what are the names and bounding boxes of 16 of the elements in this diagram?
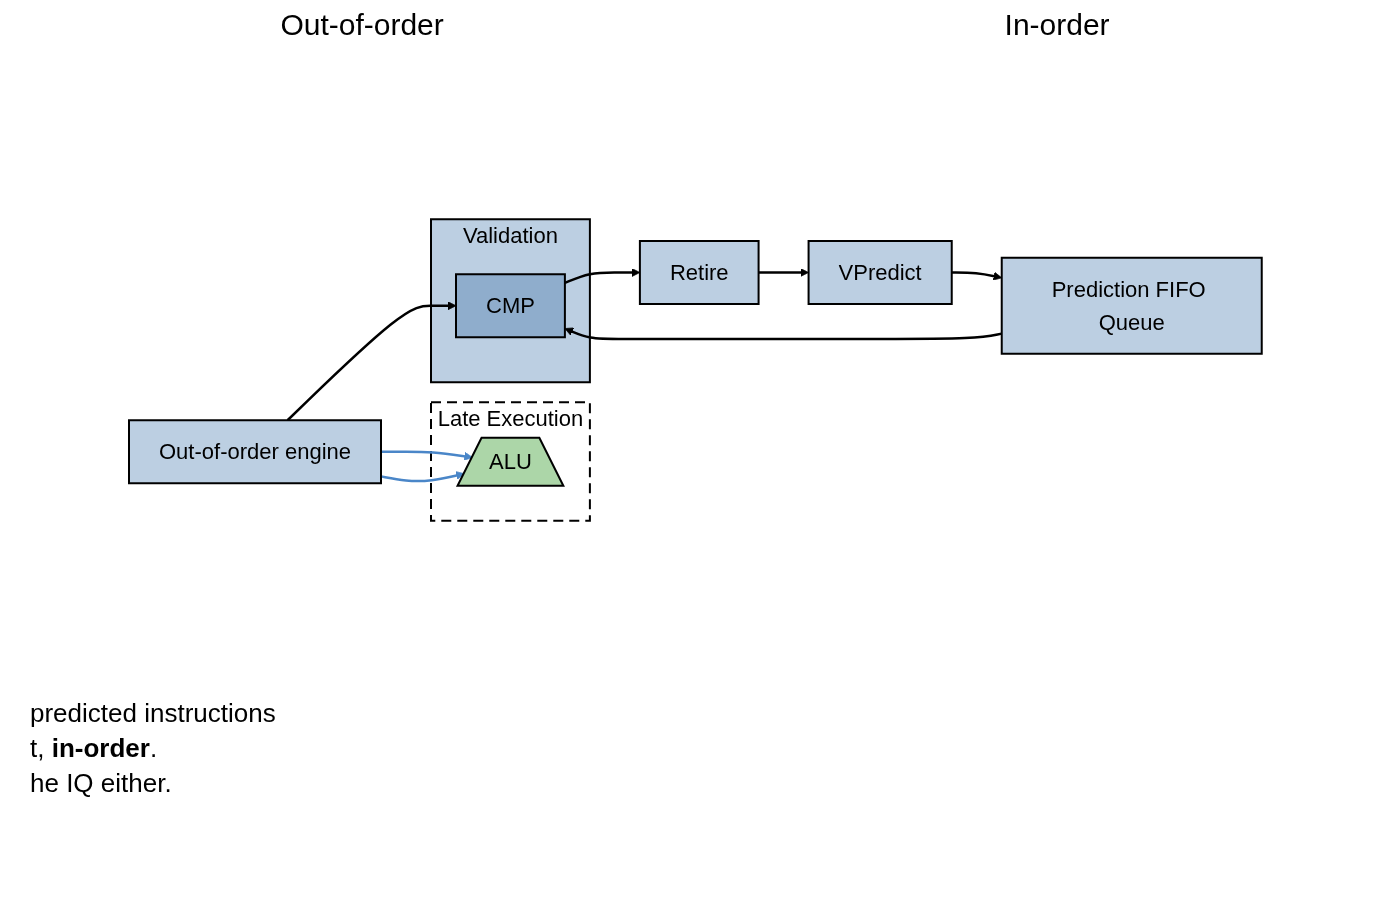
note-text: t, in-order. — [30, 733, 159, 764]
region-heading: Out-of-order — [280, 8, 444, 42]
arrow — [758, 268, 809, 277]
node-box: Retire — [638, 240, 760, 305]
arrow — [951, 271, 1002, 281]
node-box: VPredict — [807, 240, 953, 305]
arrow — [564, 327, 1002, 341]
note-text: he IQ either. — [30, 768, 173, 799]
region-heading: In-order — [1004, 8, 1110, 42]
arrow — [380, 450, 473, 461]
arrow — [564, 268, 640, 285]
node-box: Out-of-order engine — [127, 419, 382, 485]
node-box: Prediction FIFO Queue — [1000, 256, 1263, 355]
arrow — [380, 471, 465, 483]
note-text: predicted instructions — [30, 698, 277, 729]
node-box: CMP — [454, 273, 566, 339]
